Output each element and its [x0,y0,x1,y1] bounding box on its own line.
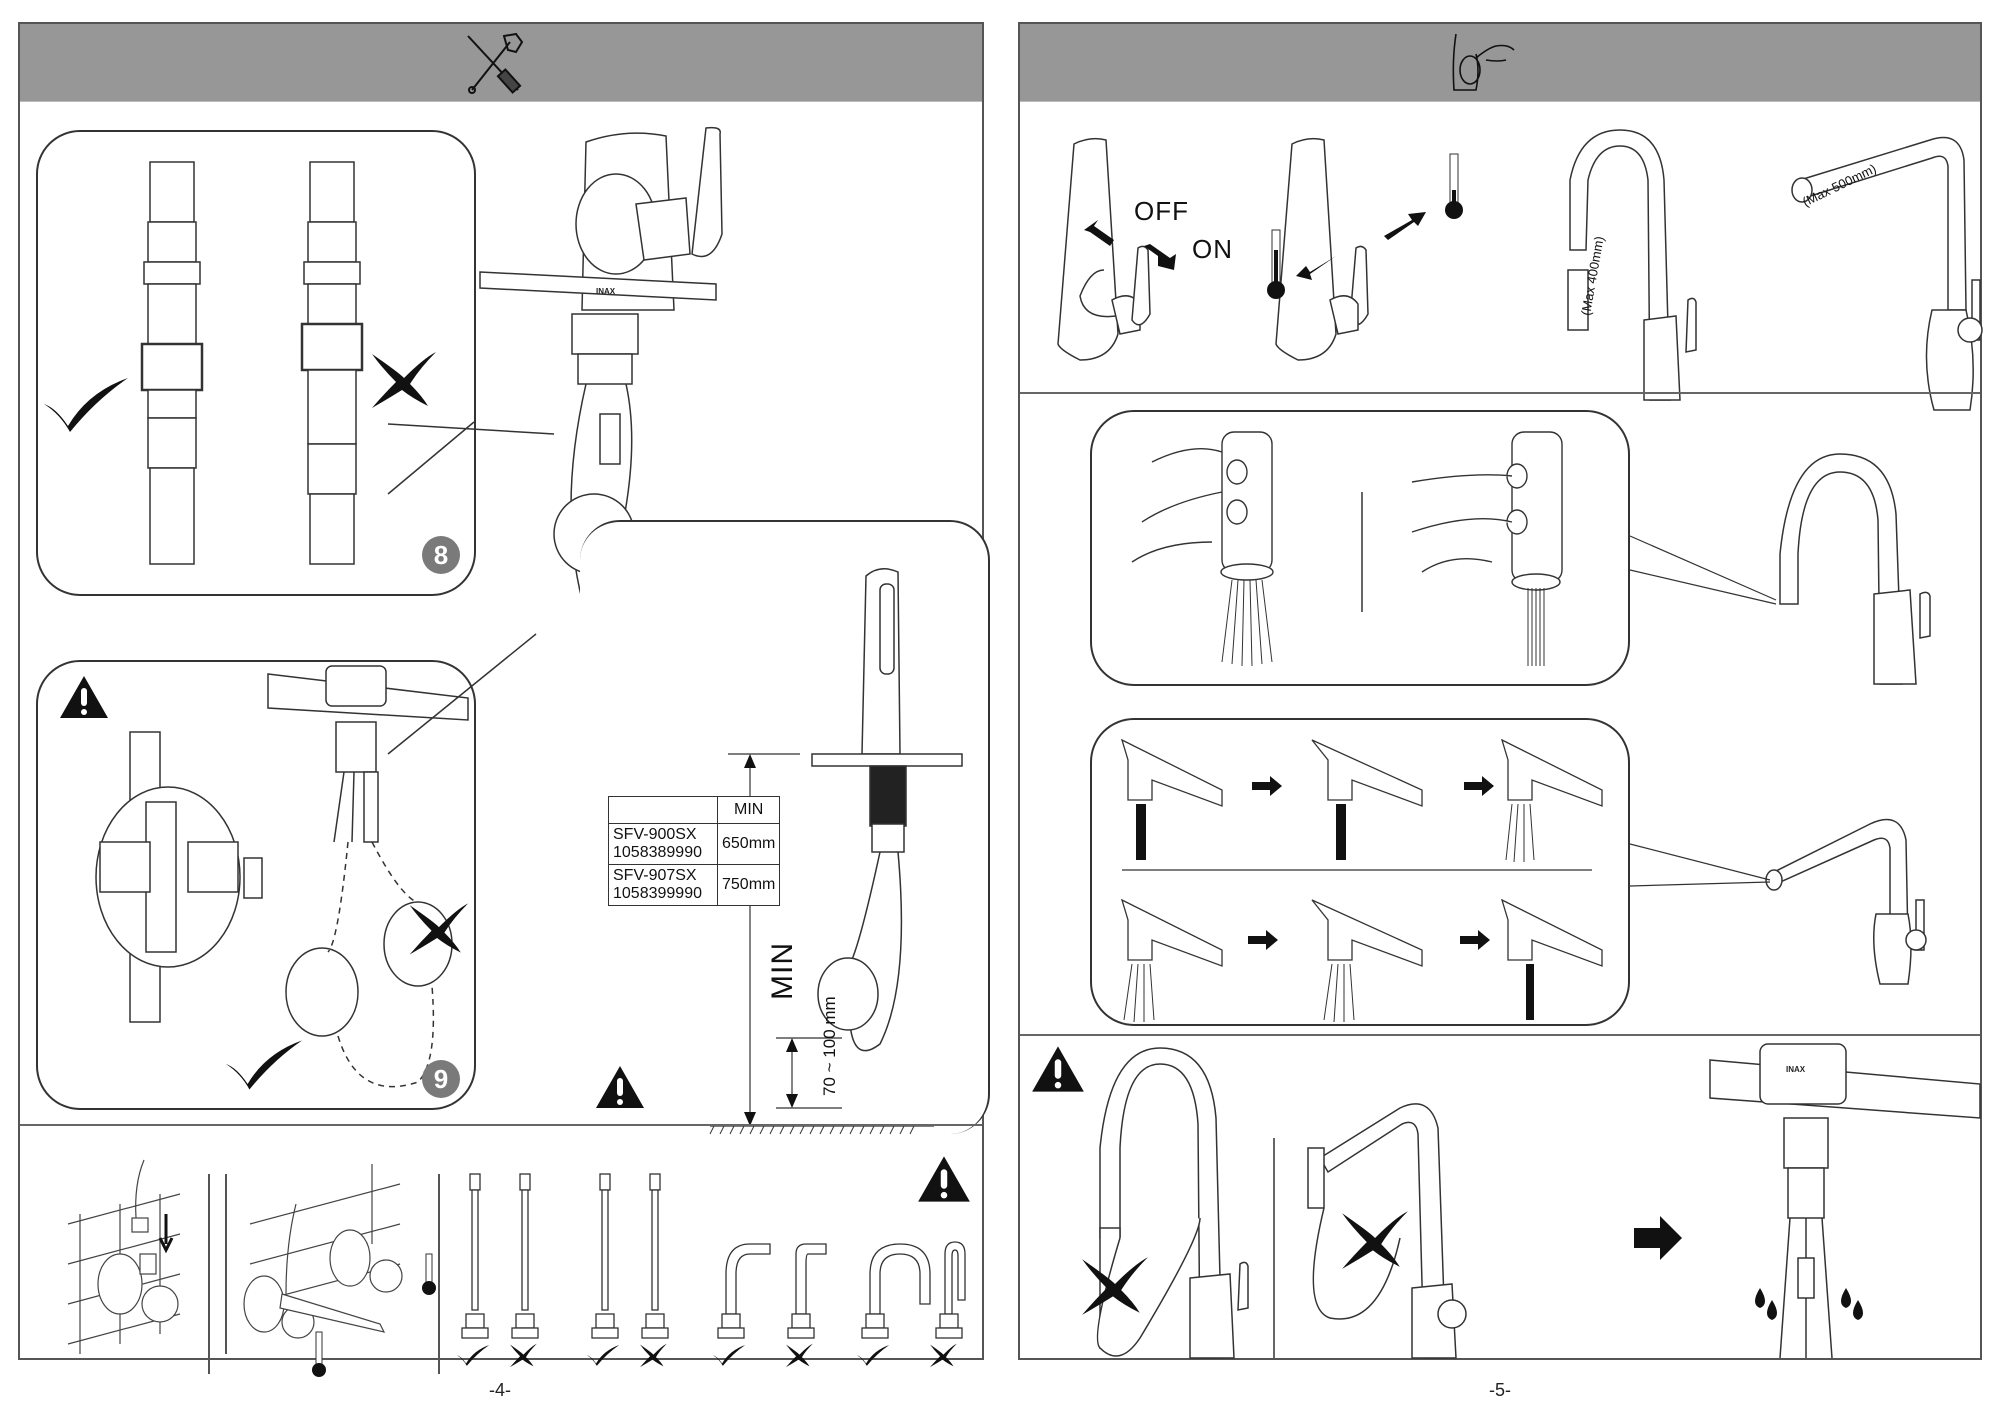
brand-label-inax: INAX [1786,1065,1806,1074]
off-label: OFF [1134,196,1189,226]
section-divider [20,1124,982,1126]
section-divider [1020,392,1980,394]
quick-connector-illustration [140,161,364,565]
step-9-callout: 9 [36,660,476,1110]
height-diagram [709,568,963,1135]
spray-toggle-callout [1090,718,1630,1026]
cross-icon [930,1343,957,1368]
spec-model-code: 1058399990 [613,885,702,902]
manual-page-4: 8 [18,22,990,1377]
warning-icon [918,1156,970,1202]
warning-icon [1032,1046,1084,1092]
spray-mode-callout [1090,410,1630,686]
page-header-bar [1020,24,1980,102]
spray-button-illustration [1131,431,1563,667]
operation-illustrations [1057,129,1983,411]
page-number-left: -4- [489,1380,511,1400]
page-header-bar [20,24,982,102]
page-number-right: -5- [1489,1380,1511,1400]
thermometer-icon [312,1253,436,1377]
min-height-label: MIN [766,942,799,1000]
spec-header-min: MIN [716,796,781,824]
spec-header-model [608,796,718,824]
cross-icon [1082,1257,1148,1315]
manual-page-5: OFF ON (Max 400mm) (Max 500mm) [1018,22,1983,1360]
spec-model-name: SFV-907SX [613,867,697,884]
cross-icon [372,352,436,408]
cross-icon [786,1343,813,1368]
caution-illustrations: INAX [1096,1043,1981,1359]
spec-min-value: 650mm [716,823,781,865]
hose-marks-row [456,1342,996,1372]
step-badge-9: 9 [422,1060,460,1098]
tools-wrench-screwdriver-icon [467,32,524,94]
flex-hose-illustrations [461,1173,966,1339]
spec-model-code: 1058389990 [613,844,702,861]
spec-model-name: SFV-900SX [613,826,697,843]
vertical-divider [208,1174,210,1374]
on-label: ON [1192,234,1233,264]
spray-toggle-sequence [1120,738,1603,1023]
section-divider [1020,1034,1980,1036]
hand-operating-lever-icon [1452,33,1515,91]
step-8-callout: 8 [36,130,476,596]
weight-height-label: 70 ~ 100 mm [820,996,839,1096]
hose-weight-illustration [95,665,469,1088]
check-icon [856,1344,890,1366]
pull-down-faucets [1629,453,1931,985]
check-icon [44,378,128,432]
cross-icon [640,1343,667,1368]
warning-icon [596,1066,644,1108]
cross-icon [409,903,469,955]
check-icon [712,1344,746,1366]
spec-min-value: 750mm [716,864,781,906]
angle-valve-illustrations [67,1159,436,1377]
vertical-divider [438,1174,440,1374]
water-drop-icon [1755,1288,1863,1320]
cross-icon [510,1343,537,1368]
cross-icon [1342,1211,1408,1269]
check-icon [586,1344,620,1366]
brand-label-inax: INAX [596,287,616,296]
step-badge-8: 8 [422,536,460,574]
check-icon [456,1344,490,1366]
arrow-right-icon [1634,1216,1682,1260]
check-icon [225,1040,303,1090]
warning-icon [60,676,108,718]
spec-table-header: MIN [608,796,781,824]
